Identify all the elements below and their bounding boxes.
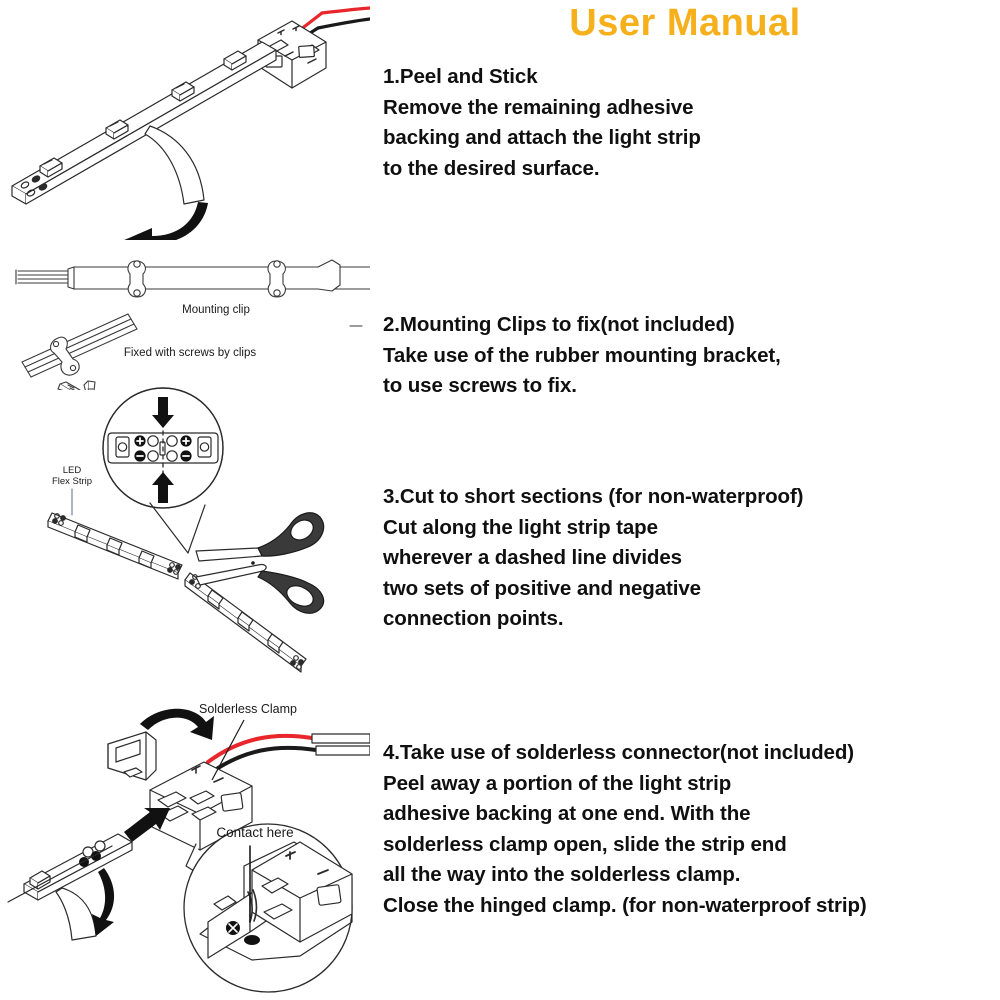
magnified-clamp-interior [199, 841, 353, 961]
adhesive-backing-peel [55, 887, 97, 941]
step-3-text: 3.Cut to short sections (for non-waterpr… [383, 482, 998, 635]
step-3-line-3: wherever a dashed line divides [383, 546, 682, 569]
led-chip [237, 611, 254, 632]
wire-red-into-connector [298, 11, 324, 32]
strip-end-cores [15, 269, 69, 285]
screw [57, 381, 81, 390]
led-chip [223, 50, 247, 71]
step-1-text: 1.Peel and Stick Remove the remaining ad… [383, 62, 998, 184]
lid-close-arrow [140, 708, 214, 740]
strip-solder-pads [52, 513, 181, 575]
strip-edge-line [7, 845, 113, 903]
pad-sign-glyphs [136, 437, 190, 457]
cut-arrow-down [152, 397, 174, 428]
adhesive-backing-flap [144, 125, 205, 205]
strip-solder-pads [20, 175, 48, 197]
step-3-line-1: 3.Cut to short sections (for non-waterpr… [383, 485, 804, 508]
led-chip [171, 81, 195, 102]
screw [83, 380, 96, 390]
scissors-icon [195, 512, 325, 614]
step-2-line-2: Take use of the rubber mounting bracket, [383, 343, 781, 367]
mounting-clip-closeup [49, 336, 80, 376]
figure-peel-and-stick [0, 0, 370, 240]
label-led-flex-strip-line1: LED [63, 465, 82, 476]
contact-pad-dark [244, 935, 260, 945]
page-title: User Manual [569, 2, 801, 44]
contact-spring [247, 889, 258, 923]
step-3-line-2: Cut along the light strip tape [383, 515, 658, 539]
peel-arrow-small [92, 868, 115, 936]
solderless-clamp-body [149, 761, 253, 851]
connector-wires [316, 6, 370, 30]
wire-stripped-ends [311, 733, 370, 756]
led-chip [74, 524, 91, 543]
magnified-polarity-marks [285, 851, 329, 875]
step-4-line-3: adhesive backing at one end. With the [383, 802, 751, 825]
solderless-clamp-leader [211, 719, 245, 781]
led-chip [207, 589, 224, 610]
label-led-flex-strip-line2: Flex Strip [52, 476, 92, 487]
led-chip [39, 157, 63, 178]
step-4-line-1: 4.Take use of solderless connector(not i… [383, 741, 854, 764]
label-solderless-clamp: Solderless Clamp [199, 702, 297, 716]
step-1-line-3: backing and attach the light strip [383, 126, 701, 149]
step-4-line-2: Peel away a portion of the light strip [383, 771, 732, 795]
step-3-line-5: connection points. [383, 607, 564, 630]
cut-arrow-up [152, 472, 174, 503]
figure-cut-sections: LED Flex Strip [0, 385, 370, 690]
clamp-polarity-marks [191, 765, 224, 783]
peel-direction-arrow [124, 202, 208, 240]
figure-solderless-connector: Solderless Clamp Contact here [0, 690, 370, 1000]
label-mounting-clip: Mounting clip [182, 304, 250, 316]
clamp-open-lid [107, 731, 157, 781]
led-package [197, 436, 212, 458]
strip-insert-arrow [124, 808, 170, 842]
solderless-connector-body [257, 20, 327, 89]
step-2-text: 2.Mounting Clips to fix(not included) Ta… [383, 310, 998, 402]
step-2-line-1: 2.Mounting Clips to fix(not included) [383, 313, 735, 336]
step-4-text: 4.Take use of solderless connector(not i… [383, 738, 998, 921]
figure-mounting-clips: Mounting clip Fixed with screws by clips [0, 240, 370, 390]
step-1-line-1: 1.Peel and Stick [383, 65, 538, 88]
step-1-line-4: to the desired surface. [383, 156, 600, 180]
step-4-line-5: all the way into the solderless clamp. [383, 863, 741, 886]
strip-end-cap [317, 259, 341, 292]
solder-pad-open [147, 435, 178, 462]
led-chip [106, 537, 123, 556]
connector-polarity-marks [277, 25, 317, 64]
step-3-line-4: two sets of positive and negative [383, 576, 701, 600]
connector-wires [206, 733, 318, 774]
step-2-line-3: to use screws to fix. [383, 374, 577, 397]
led-chip [105, 119, 129, 140]
label-contact-here: Contact here [216, 825, 293, 840]
label-fixed-with-screws: Fixed with screws by clips [124, 347, 257, 359]
strip-closeup-angled [21, 313, 138, 378]
led-strip-piece [23, 833, 133, 901]
led-package [115, 436, 130, 458]
mounting-clip [267, 260, 286, 298]
step-4-line-6: Close the hinged clamp. (for non-waterpr… [383, 893, 867, 917]
led-chip [267, 633, 284, 654]
step-1-line-2: Remove the remaining adhesive [383, 95, 694, 119]
led-chip [138, 550, 155, 569]
step-4-line-4: solderless clamp open, slide the strip e… [383, 832, 787, 856]
mounting-clip [127, 260, 146, 298]
